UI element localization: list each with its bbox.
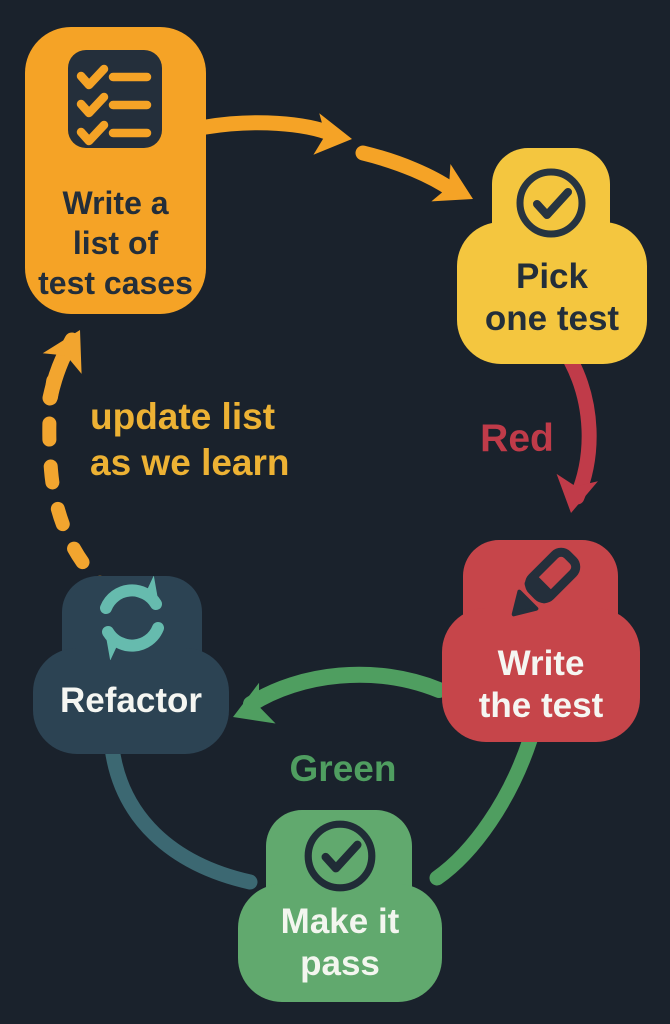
edge-write-list-to-pick-one-arrow bbox=[198, 113, 473, 202]
check-circle-icon bbox=[516, 168, 586, 238]
node-refactor-label: Refactor bbox=[60, 681, 202, 720]
pencil-icon bbox=[511, 547, 581, 617]
node-pick-one-label: Pick one test bbox=[484, 257, 620, 338]
edge-write-test-to-make-pass-curve bbox=[429, 732, 538, 886]
edge-refactor-to-make-pass-curve bbox=[104, 740, 258, 890]
node-write-test-shape-bottom bbox=[442, 608, 640, 742]
node-refactor-shape-bottom bbox=[33, 648, 229, 754]
node-write-list: Write a list of test cases bbox=[25, 27, 206, 314]
edge-pick-one-to-write-test-arrow bbox=[556, 353, 598, 513]
node-write-list-label: Write a list of test cases bbox=[38, 185, 193, 301]
node-write-test-label: Write the test bbox=[478, 644, 604, 725]
node-refactor: Refactor bbox=[33, 576, 229, 754]
refresh-icon bbox=[100, 576, 164, 660]
node-make-it-pass: Make it pass bbox=[238, 810, 442, 1002]
edge-write-test-to-refactor-arrow bbox=[233, 666, 447, 724]
checklist-icon bbox=[68, 50, 162, 148]
update-list-note-label: update list as we learn bbox=[90, 396, 290, 483]
node-pick-one-test: Pick one test bbox=[457, 148, 647, 364]
node-pick-one-shape-bottom bbox=[457, 222, 647, 364]
red-edge-label: Red bbox=[480, 417, 554, 460]
node-make-pass-label: Make it pass bbox=[280, 902, 400, 983]
check-circle-icon bbox=[304, 820, 376, 892]
node-make-pass-shape-bottom bbox=[238, 884, 442, 1002]
green-edge-label: Green bbox=[289, 748, 397, 789]
node-write-the-test: Write the test bbox=[442, 540, 640, 742]
